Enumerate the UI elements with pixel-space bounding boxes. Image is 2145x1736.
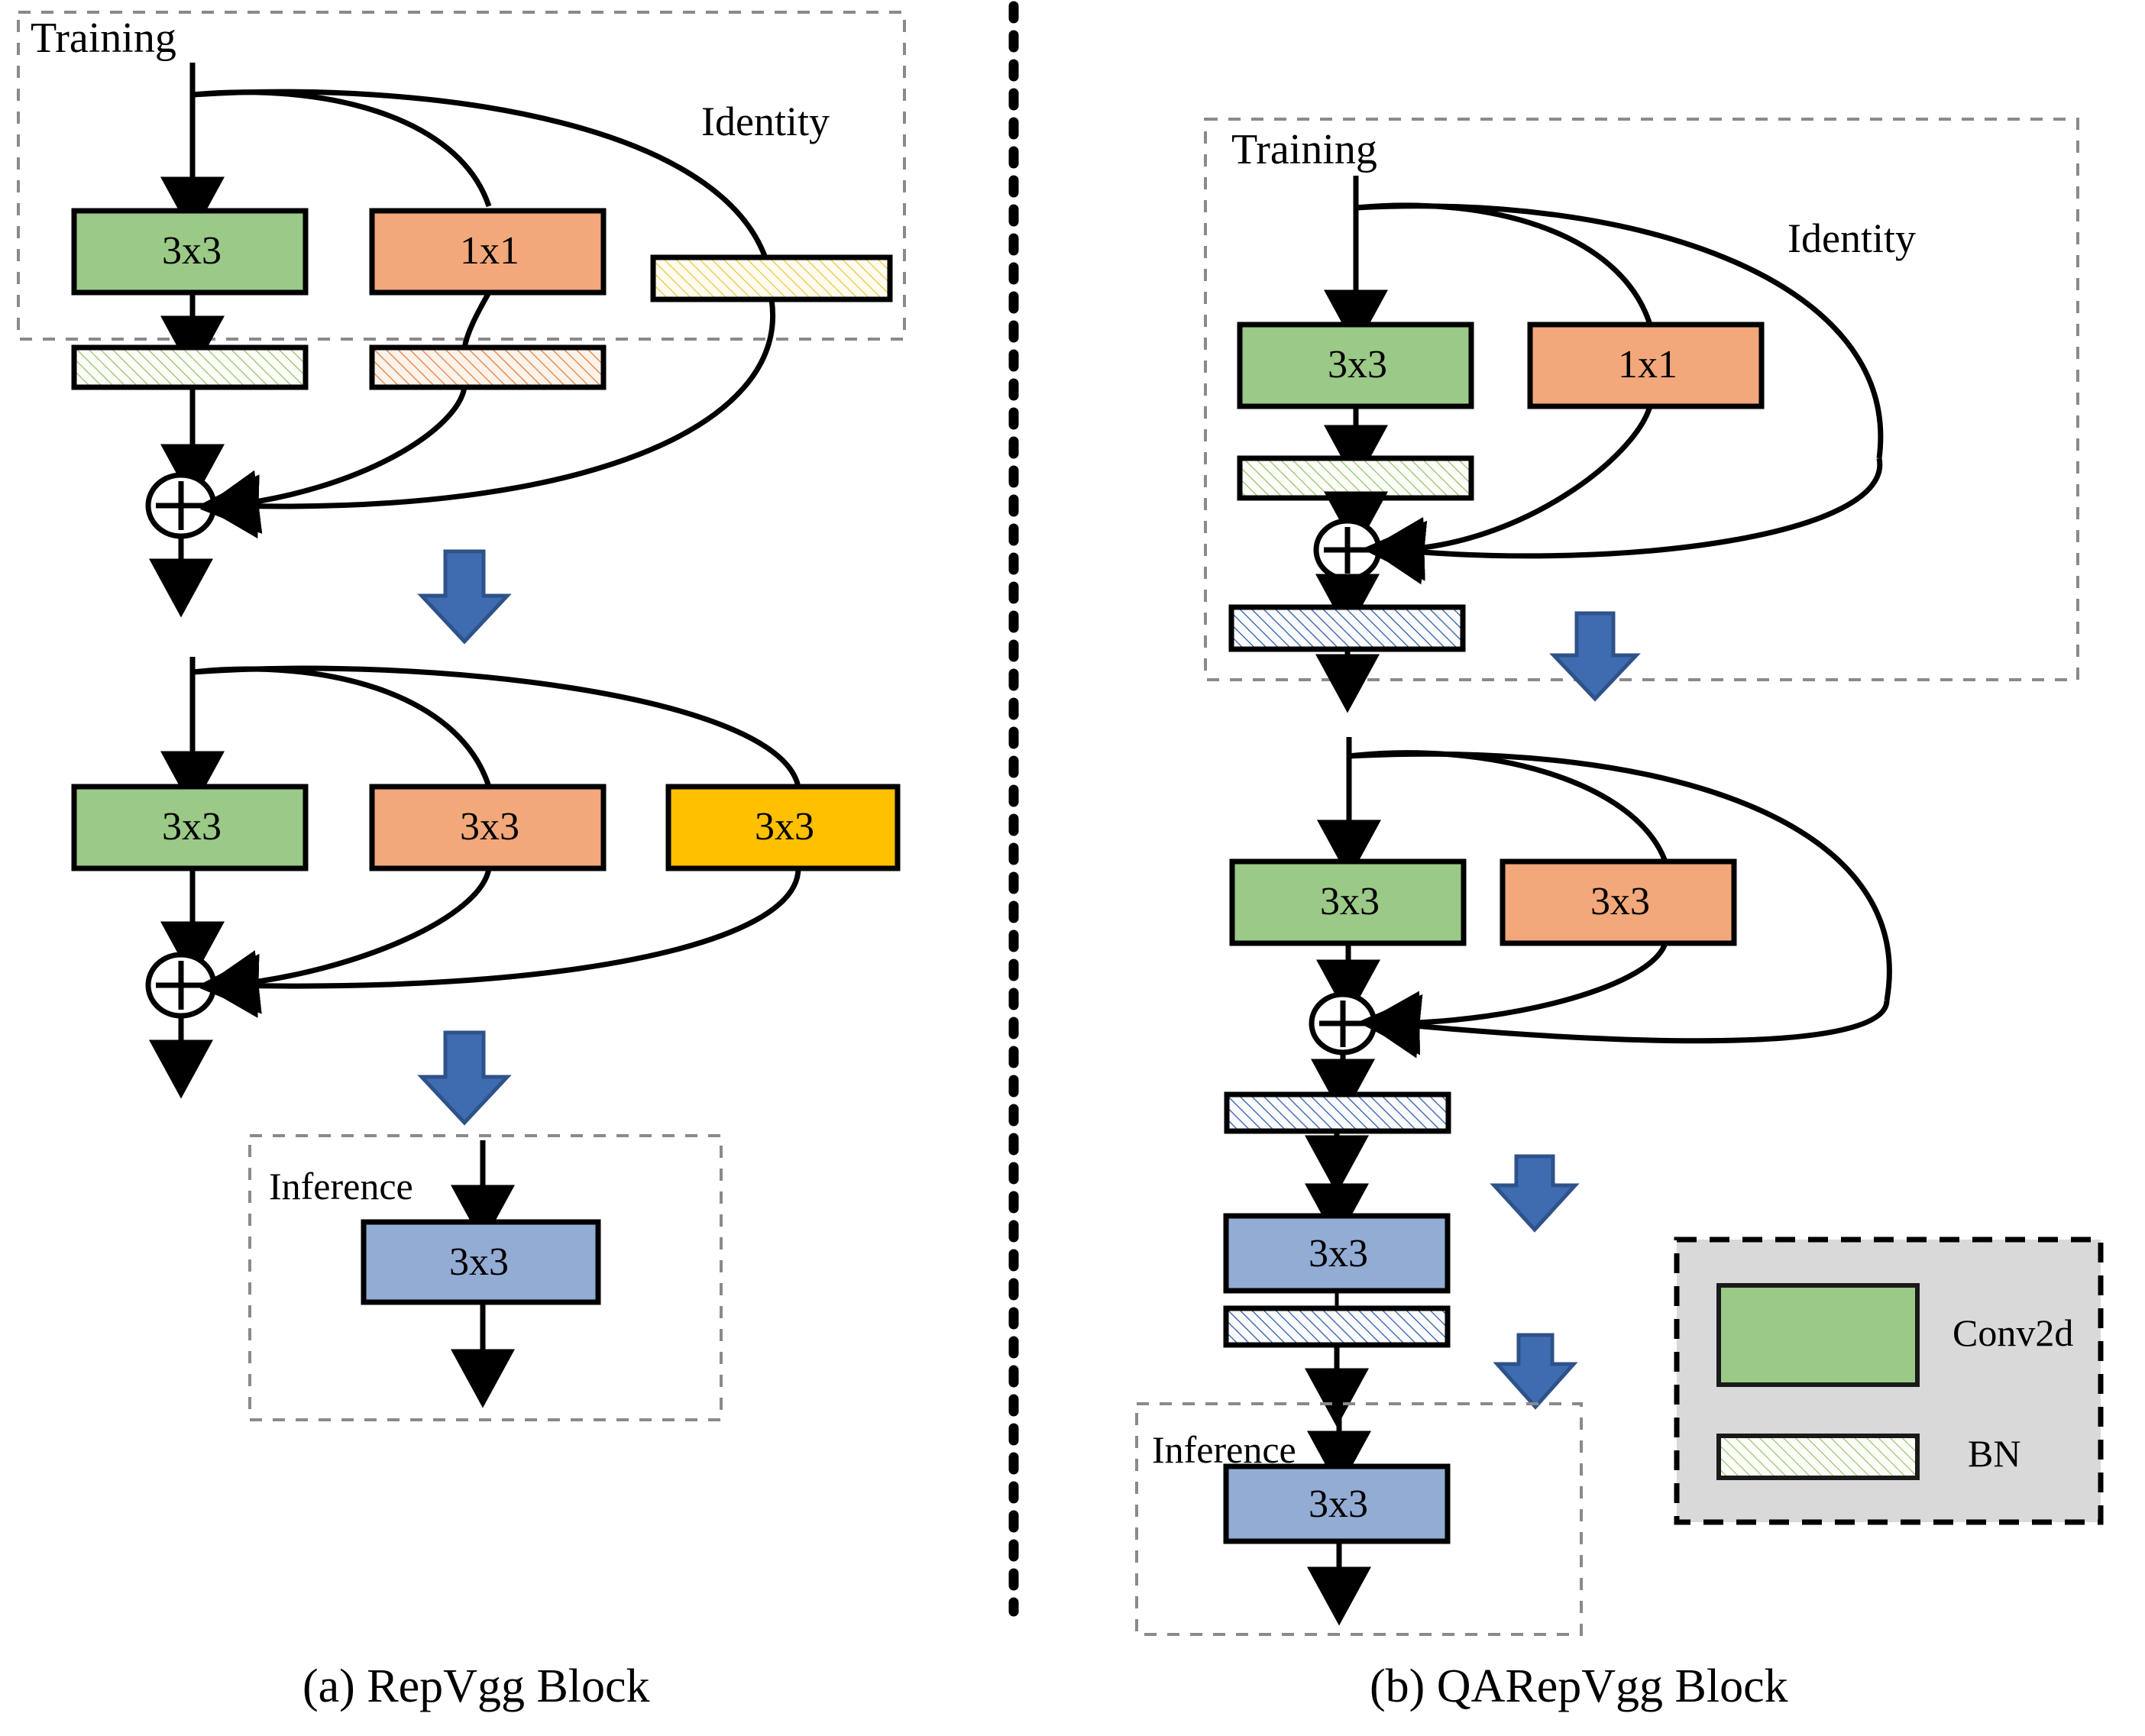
panel-b-caption: (b) QARepVgg Block: [1370, 1660, 1788, 1712]
panel-a-conv-3x3-green-label: 3x3: [162, 229, 222, 273]
panel-a-merged-conv-orange: [369, 784, 607, 871]
panel-b-conv-3x3-green-label: 3x3: [1328, 343, 1387, 386]
panel-b-merged-bn-blue: [1224, 1091, 1451, 1134]
legend-label-bn: BN: [1968, 1432, 2021, 1475]
panel-a-bn-green: [71, 344, 309, 390]
panel-b-fused-bn-blue: [1223, 1305, 1451, 1348]
panel-a-merged-conv-green-label: 3x3: [162, 805, 222, 849]
legend-label-conv2d: Conv2d: [1952, 1311, 2074, 1354]
panel-a-training-box: [17, 11, 906, 341]
panel-b-bn-after-add-blue: [1228, 604, 1466, 652]
panel-a-caption: (a) RepVgg Block: [302, 1660, 650, 1712]
panel-a-merged-conv-green: [71, 784, 309, 871]
panel-b-transform-arrow-2: [1490, 1154, 1580, 1233]
panel-b-conv-1x1-orange: [1527, 322, 1765, 409]
panel-b-inference-label: Inference: [1152, 1428, 1296, 1471]
panel-a-identity-label: Identity: [701, 99, 830, 144]
panel-b-bn-green: [1237, 455, 1474, 501]
panel-b-merged-conv-orange-label: 3x3: [1590, 880, 1650, 923]
panel-a-merged-conv-yellow: [665, 784, 901, 871]
panel-b-identity-label: Identity: [1787, 215, 1916, 261]
panel-b-conv-3x3-green: [1237, 322, 1474, 409]
panel-a-inference-conv-label: 3x3: [449, 1240, 509, 1284]
panel-b-inference-box: [1135, 1402, 1583, 1636]
panel-b-merged-conv-green-label: 3x3: [1320, 880, 1380, 923]
panel-b-inference-conv-blue: [1223, 1463, 1451, 1544]
panel-a-merged-conv-orange-label: 3x3: [460, 805, 519, 849]
legend-swatch-conv2d: [1716, 1283, 1920, 1387]
panel-a-inference-box: [248, 1134, 723, 1421]
panel-b-merged-conv-orange: [1500, 858, 1737, 946]
panel-b-inference-conv-label: 3x3: [1309, 1482, 1368, 1526]
panel-b-fused-conv-label: 3x3: [1309, 1232, 1368, 1275]
panel-b-transform-arrow-1: [1549, 611, 1641, 702]
panel-a-merged-conv-yellow-label: 3x3: [755, 805, 814, 849]
panel-a-transform-arrow-2: [417, 1030, 512, 1126]
panel-a-bn-identity-yellow: [650, 254, 893, 302]
panel-b-training-box: [1204, 118, 2079, 681]
legend-swatch-bn: [1716, 1434, 1920, 1480]
panel-b-conv-1x1-orange-label: 1x1: [1618, 343, 1678, 386]
panel-a-training-label: Training: [31, 15, 176, 62]
panel-a-inference-conv-blue: [361, 1219, 601, 1305]
panel-a-conv-1x1-orange-label: 1x1: [460, 229, 519, 273]
panel-b-transform-arrow-3: [1493, 1333, 1578, 1410]
panel-a-transform-arrow-1: [417, 549, 512, 645]
panel-b-training-label: Training: [1231, 126, 1377, 173]
panel-a-bn-orange: [369, 344, 607, 390]
panel-a-inference-label: Inference: [269, 1165, 413, 1207]
